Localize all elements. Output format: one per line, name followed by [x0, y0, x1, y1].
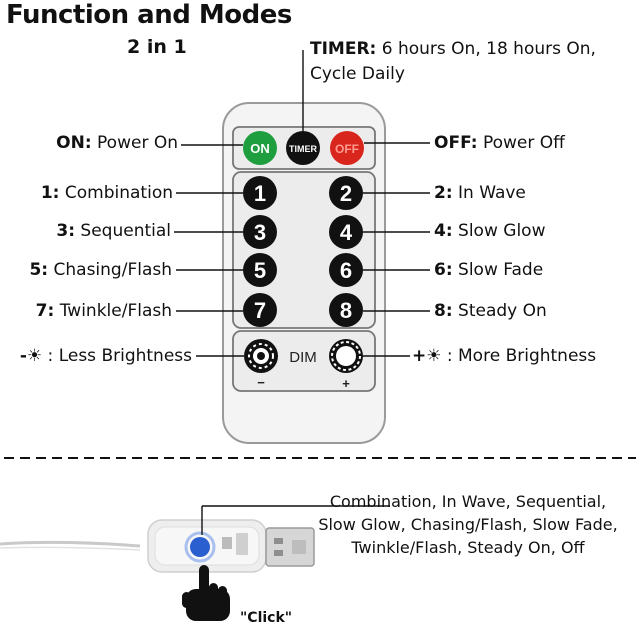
on-button-text: ON — [250, 141, 270, 156]
usb-mode-description: Combination, In Wave, Sequential, Slow G… — [318, 492, 618, 557]
label-mode-1: 1: Combination — [40, 183, 173, 203]
page-subtitle: 2 in 1 — [127, 36, 187, 58]
off-button — [330, 131, 364, 165]
mode-5-button — [243, 253, 277, 287]
usb-connector — [265, 527, 315, 567]
mode-8-button — [329, 293, 363, 327]
off-button-text: OFF — [335, 142, 359, 156]
dim-minus-sign: − — [257, 375, 265, 390]
connector-lines — [174, 50, 430, 357]
mode-1-button — [243, 176, 277, 210]
mode-6-button — [329, 253, 363, 287]
svg-text:4: 4 — [340, 220, 353, 245]
mode-7-button — [243, 293, 277, 327]
usb-wire — [0, 540, 141, 548]
label-on: ON: Power On — [56, 133, 178, 153]
svg-text:3: 3 — [254, 220, 266, 245]
label-mode-2: 2: In Wave — [434, 183, 526, 203]
label-mode-8: 8: Steady On — [434, 301, 547, 321]
label-off: OFF: Power Off — [434, 133, 565, 153]
page-title: Function and Modes — [6, 0, 292, 30]
label-mode-5: 5: Chasing/Flash — [29, 260, 172, 280]
usb-mode-button — [190, 537, 210, 557]
number-panel — [232, 171, 376, 329]
svg-text:5: 5 — [254, 258, 266, 283]
sun-bright-icon — [331, 341, 361, 371]
svg-text:1: 1 — [254, 181, 266, 206]
timer-button — [286, 131, 320, 165]
hand-pointer-icon — [182, 565, 230, 621]
label-less-brightness: -☀ : Less Brightness — [19, 346, 192, 366]
number-buttons: 1 2 3 4 5 6 7 8 — [243, 176, 363, 327]
click-label: "Click" — [240, 610, 293, 626]
mode-4-button — [329, 215, 363, 249]
label-mode-4: 4: Slow Glow — [434, 221, 546, 241]
dim-plus-sign: + — [342, 376, 350, 391]
sun-dark-icon — [248, 343, 274, 369]
timer-label: TIMER: 6 hours On, 18 hours On, Cycle Da… — [310, 39, 596, 84]
label-mode-7: 7: Twinkle/Flash — [35, 301, 172, 321]
svg-text:8: 8 — [340, 298, 352, 323]
on-button — [243, 131, 277, 165]
label-more-brightness: +☀ : More Brightness — [412, 346, 597, 366]
svg-text:6: 6 — [340, 258, 352, 283]
svg-text:7: 7 — [254, 298, 266, 323]
label-mode-6: 6: Slow Fade — [434, 260, 544, 280]
mode-2-button — [329, 176, 363, 210]
dim-label: DIM — [289, 349, 317, 366]
svg-text:2: 2 — [340, 181, 352, 206]
timer-button-text: TIMER — [289, 144, 317, 154]
label-mode-3: 3: Sequential — [56, 221, 171, 241]
mode-3-button — [243, 215, 277, 249]
